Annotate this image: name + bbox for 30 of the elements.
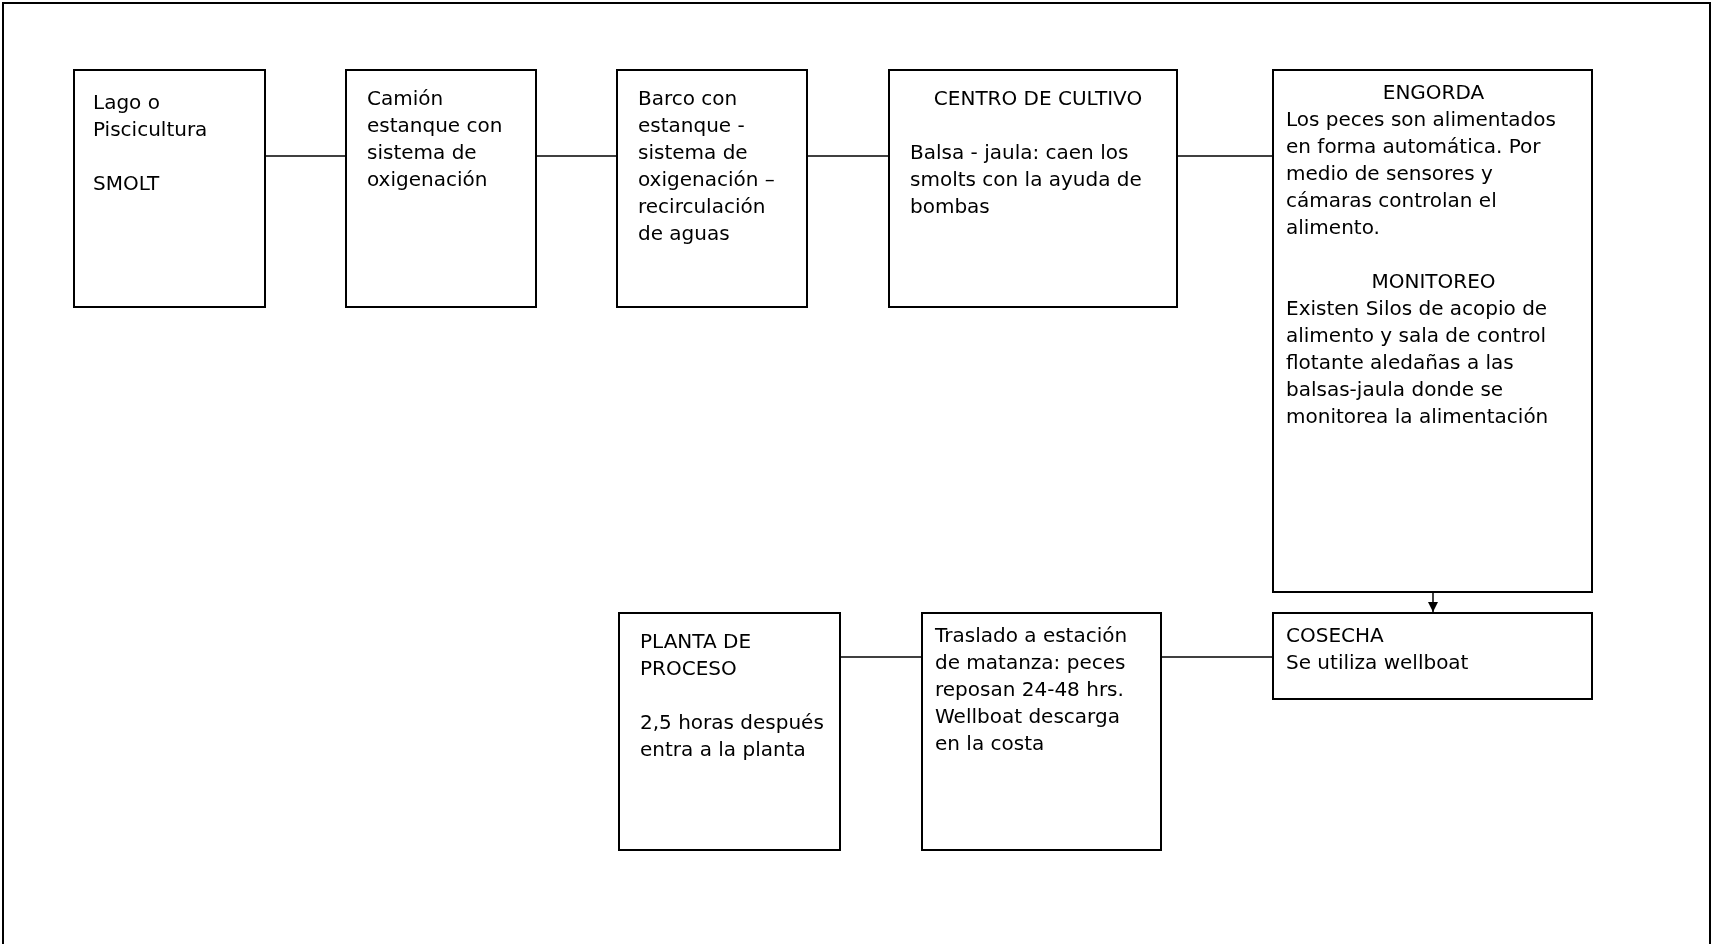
box-text: 2,5 horas después entra a la planta bbox=[640, 709, 825, 763]
process-box bbox=[618, 612, 841, 851]
process-box bbox=[921, 612, 1162, 851]
connector-line bbox=[1161, 656, 1273, 658]
box-text: PLANTA DE PROCESO bbox=[640, 628, 753, 682]
process-box bbox=[1272, 612, 1593, 700]
box-text: Barco con estanque - sistema de oxigenación – recirculación de aguas bbox=[638, 85, 776, 247]
box-text: Existen Silos de acopio de alimento y sala de control flotante aledañas a las balsas-jaula donde se monitorea la alimentación bbox=[1286, 295, 1550, 430]
box-text: Camión estanque con sistema de oxigenación bbox=[367, 85, 504, 193]
process-box bbox=[345, 69, 537, 308]
process-box bbox=[888, 69, 1178, 308]
box-heading: CENTRO DE CULTIVO bbox=[932, 85, 1144, 112]
box-text: Lago o Piscicultura bbox=[93, 89, 209, 143]
connector-line bbox=[807, 155, 889, 157]
process-box bbox=[73, 69, 266, 308]
box-text: Traslado a estación de matanza: peces reposan 24-48 hrs. Wellboat descarga en la costa bbox=[935, 622, 1129, 757]
arrow bbox=[1428, 592, 1438, 613]
box-heading: ENGORDA bbox=[1381, 79, 1486, 106]
process-box bbox=[1272, 69, 1593, 593]
box-text: Balsa - jaula: caen los smolts con la ayuda de bombas bbox=[910, 139, 1143, 220]
process-box bbox=[616, 69, 808, 308]
connector-line bbox=[1177, 155, 1273, 157]
box-heading: MONITOREO bbox=[1370, 268, 1497, 295]
connector-line bbox=[536, 155, 617, 157]
connector-line bbox=[840, 656, 922, 658]
box-text: Se utiliza wellboat bbox=[1286, 649, 1470, 676]
box-text: Los peces son alimentados en forma automática. Por medio de sensores y cámaras controlan el alimento. bbox=[1286, 106, 1557, 241]
box-text: COSECHA bbox=[1286, 622, 1385, 649]
connector-line bbox=[265, 155, 346, 157]
box-text: SMOLT bbox=[93, 170, 161, 197]
